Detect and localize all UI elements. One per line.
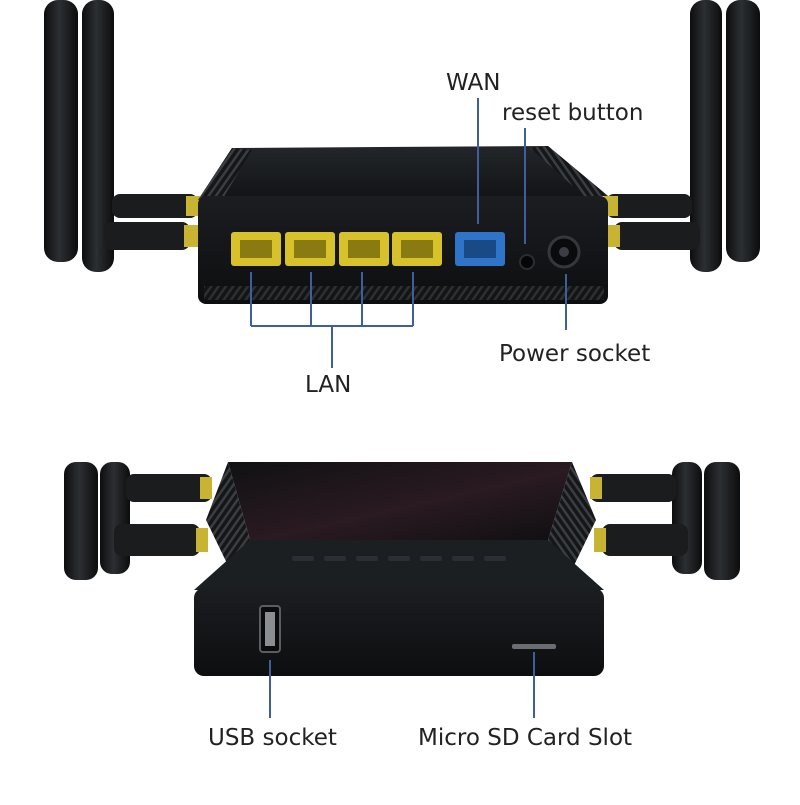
antenna-icon bbox=[672, 462, 702, 574]
antenna-icon bbox=[704, 462, 740, 580]
micro-sd-slot-icon bbox=[512, 644, 556, 649]
callout-lines bbox=[250, 98, 567, 368]
lan-port-icon bbox=[392, 232, 442, 266]
callout-lines-front bbox=[269, 652, 535, 718]
lan-port-icon bbox=[231, 232, 281, 266]
lan-label: LAN bbox=[305, 372, 352, 398]
lan-port-icon bbox=[285, 232, 335, 266]
usb-socket-icon bbox=[259, 605, 281, 653]
antenna-icon bbox=[44, 0, 78, 262]
wan-label: WAN bbox=[446, 70, 501, 96]
lan-port-icon bbox=[339, 232, 389, 266]
reset-button-icon bbox=[519, 254, 535, 270]
micro-sd-slot-label: Micro SD Card Slot bbox=[418, 725, 633, 751]
router-back-view bbox=[44, 0, 760, 368]
power-socket-label: Power socket bbox=[499, 341, 651, 367]
antenna-icon bbox=[690, 0, 722, 272]
reset-button-label: reset button bbox=[502, 100, 644, 126]
antenna-hinge-icon bbox=[104, 194, 700, 250]
antenna-icon bbox=[726, 0, 760, 262]
power-socket-icon bbox=[547, 235, 581, 269]
wan-port-icon bbox=[455, 232, 505, 266]
antenna-hinge-icon bbox=[114, 474, 688, 556]
antenna-icon bbox=[82, 0, 114, 272]
usb-socket-label: USB socket bbox=[208, 725, 337, 751]
antenna-icon bbox=[64, 462, 98, 580]
lan-ports bbox=[231, 232, 442, 266]
antenna-icon bbox=[100, 462, 130, 574]
router-front-view bbox=[64, 462, 740, 718]
led-indicators bbox=[292, 556, 506, 561]
